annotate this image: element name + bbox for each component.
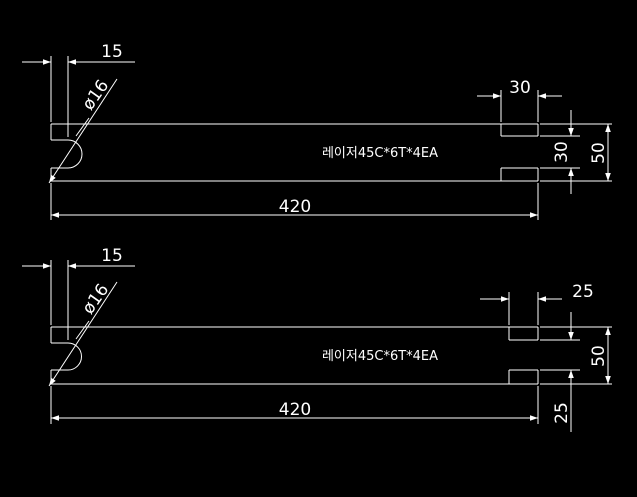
- diameter-leader: [48, 78, 118, 184]
- dim-slot-width: [480, 292, 562, 325]
- notch: [508, 327, 538, 384]
- part-2-note: 레이저45C*6T*4EA: [322, 349, 438, 364]
- part-2-dim-length: 420: [279, 400, 311, 420]
- part-2-dim-hole-offset: 15: [101, 246, 123, 266]
- part-2-dim-slot-width: 25: [572, 282, 594, 302]
- plate-outline: [50, 326, 539, 385]
- dim-length: [50, 183, 539, 220]
- dim-hole-offset: [22, 260, 135, 340]
- part-1-dim-slot-width: 30: [509, 78, 531, 98]
- dim-hole-offset: [22, 56, 135, 137]
- diameter-tick: [75, 117, 90, 137]
- part-1-dim-height: 50: [589, 142, 609, 164]
- part-2-dim-height: 50: [589, 345, 609, 367]
- part-2-dim-slot-height: 25: [552, 402, 572, 424]
- diameter-leader: [48, 281, 118, 387]
- dim-height: [540, 123, 612, 182]
- part-1-dim-length: 420: [279, 197, 311, 217]
- part-1-dim-slot-height: 30: [552, 141, 572, 163]
- dim-height: [540, 326, 612, 385]
- notch: [500, 124, 538, 181]
- dim-slot-height: [540, 312, 580, 432]
- dim-length: [50, 386, 539, 424]
- part-1-note: 레이저45C*6T*4EA: [322, 146, 438, 161]
- diameter-tick: [75, 320, 90, 340]
- part-1: [22, 56, 612, 220]
- plate-outline: [50, 123, 539, 182]
- part-1-dim-hole-offset: 15: [101, 42, 123, 62]
- dim-slot-width: [477, 90, 562, 122]
- part-2: [22, 260, 612, 432]
